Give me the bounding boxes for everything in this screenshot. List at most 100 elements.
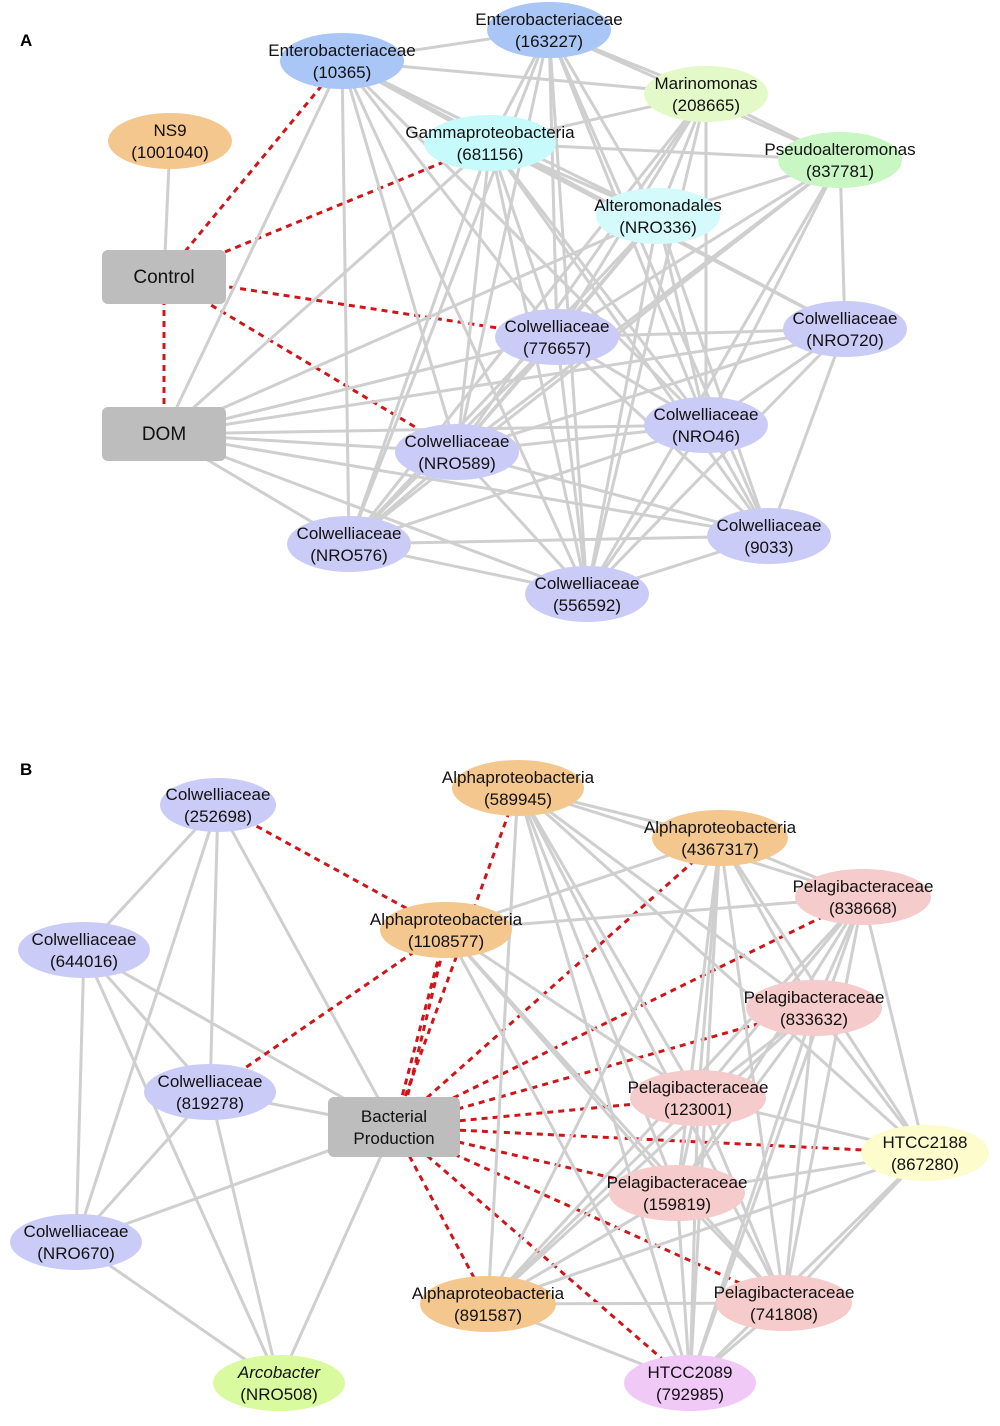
node-label-line: Colwelliaceae: [535, 574, 640, 593]
edge-a4367317-p833632: [718, 837, 816, 1009]
node-p838668: Pelagibacteraceae(838668): [793, 869, 933, 925]
node-alt: Alteromonadales(NRO336): [594, 188, 722, 244]
node-ellipse: [144, 1064, 276, 1120]
node-label-line: (NRO576): [310, 546, 387, 565]
node-label-line: Colwelliaceae: [166, 785, 271, 804]
node-ent163227: Enterobacteriaceae(163227): [475, 2, 623, 58]
edge-a589945-p741808: [516, 787, 786, 1304]
node-a589945: Alphaproteobacteria (589945): [442, 760, 595, 816]
node-ellipse: [861, 1125, 989, 1181]
node-a891587: Alphaproteobacteria (891587): [412, 1276, 565, 1332]
node-label-line: (123001): [664, 1100, 732, 1119]
node-label-line: Bacterial: [361, 1107, 427, 1126]
node-p741808: Pelagibacteraceae(741808): [714, 1275, 854, 1331]
node-label-line: NS9: [153, 121, 186, 140]
node-ellipse: [380, 902, 512, 958]
node-label-line: (867280): [891, 1155, 959, 1174]
node-ellipse: [424, 115, 556, 171]
node-ellipse: [525, 566, 649, 622]
node-c644016: Colwelliaceae(644016): [18, 922, 150, 978]
node-cnro576: Colwelliaceae(NRO576): [287, 516, 411, 572]
node-label-line: (776657): [523, 339, 591, 358]
node-label-line: HTCC2089: [647, 1363, 732, 1382]
edge-p838668-h867280: [861, 896, 927, 1154]
edge-c252698-c819278: [208, 804, 220, 1093]
node-ellipse: [716, 1275, 852, 1331]
edge-gam-cnro589: [455, 142, 492, 453]
edge-a4367317-p159819: [675, 837, 722, 1194]
edge-bp-arc: [277, 1126, 396, 1384]
node-label-line: Colwelliaceae: [405, 432, 510, 451]
node-label-line: Colwelliaceae: [158, 1072, 263, 1091]
edge-pse-c776657: [556, 158, 841, 339]
node-ellipse: [778, 132, 902, 188]
node-label-line: Colwelliaceae: [505, 317, 610, 336]
node-label-line: (159819): [643, 1195, 711, 1214]
dashed-edge-bp-h867280: [393, 1125, 926, 1155]
node-ellipse: [795, 869, 931, 925]
node-label-line: (9033): [744, 538, 793, 557]
edge-c252698-bp: [216, 804, 396, 1128]
node-box: [102, 250, 226, 304]
node-gam: Gammaproteobacteria(681156): [405, 115, 575, 171]
node-label-line: (838668): [829, 899, 897, 918]
node-ellipse: [108, 113, 232, 169]
node-ellipse: [783, 301, 907, 357]
node-label-line: (589945): [484, 790, 552, 809]
node-label-line: Alphaproteobacteria: [442, 768, 595, 787]
edge-a589945-h867280: [516, 786, 927, 1155]
edge-ent10365-cnro589: [340, 60, 459, 453]
node-label-line: Gammaproteobacteria: [405, 123, 575, 142]
node-label-line: (891587): [454, 1306, 522, 1325]
edge-gam-c556592: [488, 142, 589, 595]
node-ellipse: [213, 1355, 345, 1411]
edge-cnro46-c556592: [585, 424, 708, 595]
edge-p123001-h792985: [688, 1097, 700, 1384]
node-label-line: (10365): [313, 63, 372, 82]
node-label-line: Pseudoalteromonas: [764, 140, 915, 159]
dashed-edge-control-cnro589: [163, 275, 458, 454]
node-label-line: Production: [353, 1129, 434, 1148]
node-label-line: Colwelliaceae: [654, 405, 759, 424]
node-pse: Pseudoalteromonas(837781): [764, 132, 916, 188]
edges-layer: [74, 28, 927, 1385]
edge-c776657-c556592: [555, 336, 589, 595]
node-c776657: Colwelliaceae (776657): [495, 309, 619, 365]
node-a1108577: Alphaproteobacteria(1108577): [370, 902, 523, 958]
node-ellipse: [160, 778, 276, 832]
edge-dom-gam: [163, 141, 491, 436]
node-label-line: (819278): [176, 1094, 244, 1113]
node-arc: Arcobacter(NRO508): [213, 1355, 345, 1411]
edge-c644016-cnro670: [74, 949, 86, 1243]
node-label-line: (NRO720): [806, 331, 883, 350]
node-h792985: HTCC2089(792985): [624, 1355, 756, 1411]
node-ellipse: [18, 922, 150, 978]
edge-a1108577-h792985: [444, 929, 692, 1384]
node-ellipse: [644, 397, 768, 453]
node-cnro46: Colwelliaceae(NRO46): [644, 397, 768, 453]
edge-alt-cnro576: [347, 214, 660, 546]
edge-a1108577-p741808: [444, 928, 786, 1305]
node-label-line: Colwelliaceae: [793, 309, 898, 328]
edge-p159819-h792985: [675, 1192, 692, 1384]
node-label-line: Alphaproteobacteria: [412, 1284, 565, 1303]
edge-ent163227-alt: [547, 29, 660, 217]
edge-pse-cnro46: [704, 159, 842, 426]
node-label-line: Pelagibacteraceae: [628, 1078, 769, 1097]
node-label-line: Alphaproteobacteria: [370, 910, 523, 929]
node-ellipse: [495, 309, 619, 365]
node-label-line: Enterobacteriaceae: [268, 41, 415, 60]
node-label-line: (833632): [780, 1010, 848, 1029]
edge-alt-c556592: [585, 215, 660, 595]
edge-a4367317-p741808: [718, 837, 786, 1304]
edge-alt-cnro46: [656, 215, 708, 426]
edge-cnro576-c9033: [348, 534, 770, 546]
edge-cnro720-c9033: [767, 328, 847, 537]
node-ellipse: [746, 980, 882, 1036]
edge-cnro46-cnro576: [348, 423, 707, 546]
edge-a1108577-p838668: [445, 895, 864, 932]
node-label-line: Alteromonadales: [594, 196, 722, 215]
